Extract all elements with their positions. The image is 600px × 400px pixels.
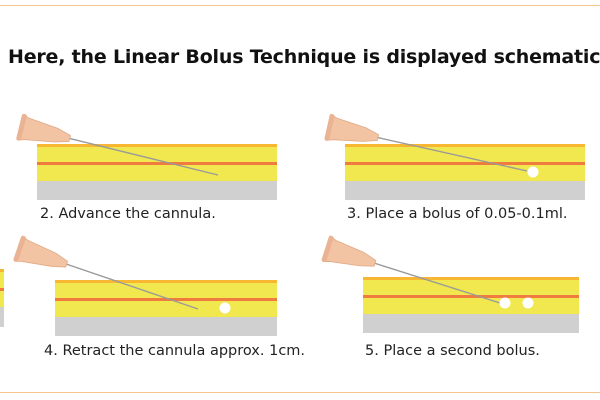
- epidermis-layer: [55, 280, 277, 283]
- step-5-drawing: [321, 235, 579, 333]
- hub-flange: [321, 235, 334, 262]
- cannula-hub: [324, 113, 380, 142]
- cannula-icon: [16, 113, 219, 176]
- step-2-caption: 2. Advance the cannula.: [40, 206, 216, 222]
- epidermis-layer: [363, 277, 579, 280]
- fascia-line: [37, 162, 277, 165]
- bolus-1: [219, 302, 231, 314]
- bottom-divider: [0, 392, 600, 393]
- upper-fat-layer: [363, 280, 579, 296]
- cannula-icon: [321, 235, 501, 304]
- lower-fat-layer: [345, 165, 585, 181]
- lower-fat-layer: [37, 165, 277, 181]
- cannula-hub: [16, 113, 71, 143]
- cannula-shaft: [66, 137, 219, 176]
- cannula-hub: [13, 235, 69, 268]
- muscle-layer: [345, 181, 585, 200]
- hub-flange: [13, 235, 26, 262]
- fascia-line: [363, 295, 579, 298]
- fascia-line: [345, 162, 585, 165]
- cannula-shaft: [372, 262, 501, 304]
- lower-fat-layer: [363, 298, 579, 314]
- upper-fat-layer: [345, 147, 585, 163]
- lower-fat-layer: [55, 301, 277, 317]
- bolus-2: [522, 297, 534, 309]
- step-5-caption: 5. Place a second bolus.: [365, 343, 540, 359]
- cannula-hub: [321, 235, 377, 267]
- page-title: Here, the Linear Bolus Technique is disp…: [8, 46, 600, 68]
- muscle-layer: [37, 181, 277, 200]
- bolus-1: [499, 297, 511, 309]
- step-3-caption: 3. Place a bolus of 0.05-0.1ml.: [347, 206, 568, 222]
- hub-flange: [324, 113, 335, 141]
- fascia-line: [55, 298, 277, 301]
- cannula-shaft: [64, 262, 199, 310]
- epidermis-layer: [37, 144, 277, 147]
- cannula-shaft: [374, 136, 528, 172]
- muscle-layer: [55, 317, 277, 336]
- hub-flange: [16, 113, 27, 141]
- cannula-icon: [324, 113, 528, 172]
- epidermis-layer: [345, 144, 585, 147]
- muscle-layer: [363, 314, 579, 333]
- step-2-drawing: [16, 113, 277, 200]
- step-3-drawing: [324, 113, 585, 200]
- cannula-icon: [13, 235, 199, 310]
- upper-fat-layer: [37, 147, 277, 163]
- upper-fat-layer: [55, 283, 277, 299]
- step-4-caption: 4. Retract the cannula approx. 1cm.: [44, 343, 306, 359]
- top-divider: [0, 5, 600, 6]
- step-4-drawing: [13, 235, 277, 336]
- skin-layers-step-1-partial: [0, 269, 4, 327]
- bolus-1: [527, 166, 539, 178]
